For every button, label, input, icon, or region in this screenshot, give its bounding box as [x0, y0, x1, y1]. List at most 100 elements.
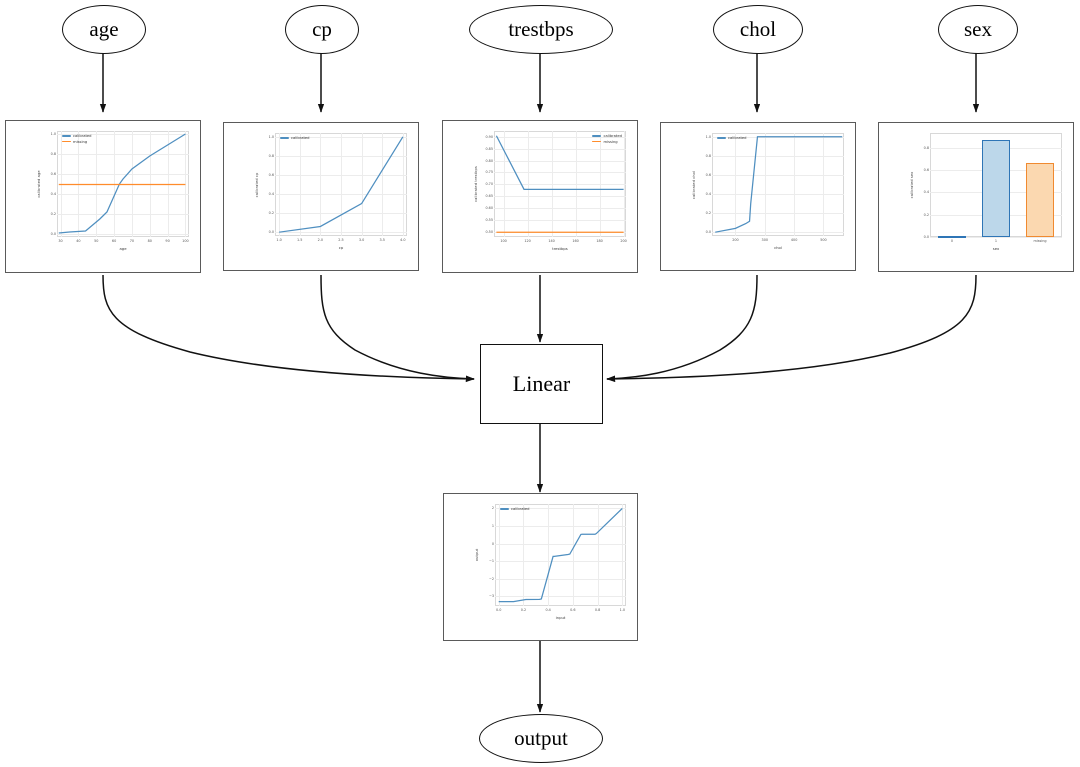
ytick-label: 0.8 [705, 153, 711, 158]
xtick-label: 30 [58, 239, 63, 243]
node-chol[interactable]: chol [713, 5, 803, 54]
legend-swatch [500, 508, 509, 510]
xtick-label: 90 [165, 239, 170, 243]
ytick-label: 0.4 [50, 192, 56, 196]
xtick-label: 200 [732, 238, 739, 242]
xtick-label: 160 [572, 239, 579, 243]
line-calibrated [58, 133, 186, 234]
gridline-v [185, 131, 187, 237]
ytick-label: 0.75 [485, 170, 493, 175]
gridline-v [622, 504, 624, 606]
node-age[interactable]: age [62, 5, 146, 54]
y-axis-label: calibrated chol [692, 170, 696, 199]
node-linear[interactable]: Linear [480, 344, 603, 424]
gridline-h [57, 194, 189, 195]
xtick-label: 2.5 [338, 238, 344, 242]
ytick-label: 0.6 [50, 172, 56, 176]
gridline-v [341, 133, 342, 236]
gridline-v [527, 131, 529, 237]
series-group [279, 136, 404, 233]
xtick-label: 0.4 [545, 608, 551, 612]
y-axis-label: calibrated cp [255, 172, 259, 197]
xtick-label: 0.8 [594, 608, 601, 612]
gridline-v [279, 133, 281, 236]
xtick-label: 40 [76, 239, 81, 243]
legend-label: missing [73, 139, 88, 144]
xtick-label: 3.5 [379, 238, 385, 242]
legend-label: calibrated [511, 507, 530, 511]
y-axis-label: calibrated sex [910, 171, 914, 199]
ytick-label: 0.2 [50, 212, 56, 216]
gridline-v [764, 133, 766, 236]
axes-frame [494, 131, 626, 237]
gridline-h [495, 596, 626, 598]
x-axis-label: trestbps [552, 246, 568, 251]
ytick-label: 0.4 [268, 192, 274, 197]
xtick-label: 50 [94, 239, 99, 243]
axes-frame [712, 133, 844, 236]
xtick-label: 100 [500, 239, 507, 243]
ytick-label: −2 [489, 576, 494, 581]
node-cp[interactable]: cp [285, 5, 359, 54]
node-output[interactable]: output [479, 714, 603, 763]
gridline-h [712, 155, 844, 157]
ytick-label: 0.8 [50, 152, 56, 156]
gridline-v [503, 131, 505, 237]
xtick-label: 500 [820, 238, 827, 242]
axes-cp [275, 133, 407, 236]
line-calibrated [498, 507, 623, 603]
gridline-h [495, 543, 626, 545]
node-output-label: output [514, 726, 568, 750]
bar-0 [938, 235, 966, 238]
ytick-label: 0.0 [50, 232, 56, 236]
series-group [715, 136, 843, 233]
ytick-label: −3 [489, 594, 494, 599]
ytick-label: 0.80 [485, 158, 493, 163]
x-axis-label: age [119, 246, 127, 251]
ytick-label: 0.4 [923, 190, 929, 195]
axes-output [495, 504, 626, 606]
gridline-h [494, 219, 626, 221]
ytick-label: 0.85 [485, 146, 493, 151]
gridline-h [495, 525, 626, 527]
ytick-label: 0.6 [923, 167, 929, 172]
gridline-v [623, 131, 625, 237]
gridline-h [712, 174, 844, 176]
gridline-v [498, 504, 500, 606]
xtick-label: 1.0 [276, 238, 282, 242]
xtick-label: missing [1033, 239, 1047, 243]
gridline-v [402, 133, 404, 236]
ytick-label: 0.2 [268, 211, 274, 216]
gridline-v [575, 131, 577, 237]
xtick-label: 80 [147, 239, 152, 243]
ytick-label: 0 [491, 541, 494, 546]
legend: calibrated [500, 507, 530, 511]
gridline-h [494, 208, 626, 210]
node-sex[interactable]: sex [938, 5, 1018, 54]
axes-chol [712, 133, 844, 236]
gridline-v [551, 131, 553, 237]
node-trestbps[interactable]: trestbps [469, 5, 613, 54]
gridline-h [57, 214, 189, 215]
gridline-h [495, 561, 626, 563]
node-trestbps-label: trestbps [508, 17, 574, 41]
ytick-label: 0.90 [485, 134, 493, 139]
line-calibrated [279, 136, 404, 233]
node-linear-label: Linear [512, 371, 571, 396]
node-cp-label: cp [312, 17, 332, 41]
gridline-h [930, 237, 1062, 238]
ytick-label: 0.60 [485, 206, 493, 211]
gridline-h [57, 154, 189, 155]
xtick-label: 1 [994, 239, 998, 243]
xtick-label: 2.0 [317, 238, 324, 242]
legend-item-missing: missing [592, 140, 622, 144]
y-axis-label: output [475, 548, 479, 562]
gridline-h [494, 148, 626, 150]
